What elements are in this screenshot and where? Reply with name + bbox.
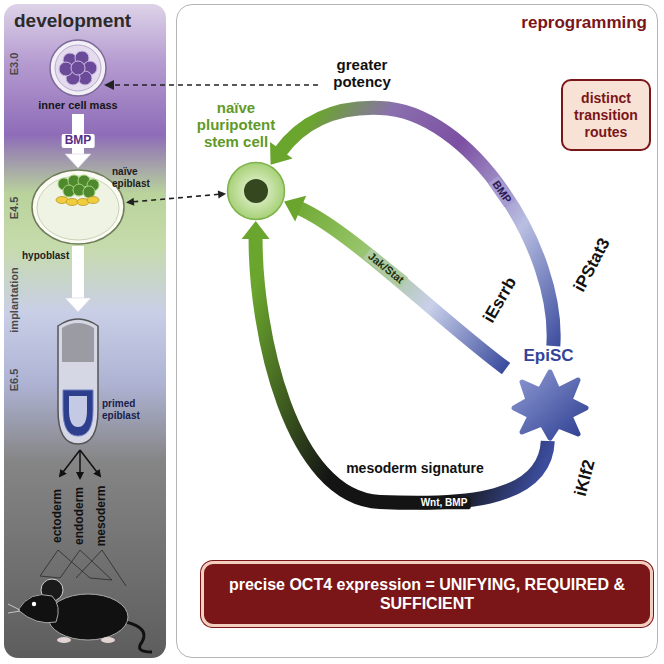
arrowhead — [218, 190, 226, 198]
g-shape — [56, 197, 99, 206]
epi-stem-cell-art — [506, 366, 591, 441]
node-label: EpiSC — [506, 346, 591, 366]
node-sublabel: naïve epiblast — [112, 166, 162, 190]
potency-dashed-arrow — [104, 80, 318, 90]
circle-shape — [244, 179, 268, 203]
ellipse-shape — [37, 176, 119, 240]
node-label: reprogramming — [477, 13, 647, 33]
transition-route — [242, 221, 548, 503]
ellipse-shape — [48, 594, 128, 640]
stage-label: implantation — [8, 267, 21, 332]
stem-cell-circle: naïve pluripotent stem cell — [226, 161, 286, 221]
blastocyst-illustration: hypoblastnaïve epiblast — [30, 168, 126, 246]
node-label: primed epiblast — [102, 398, 160, 422]
germ-layer-label: mesoderm — [95, 486, 109, 547]
line-shape — [8, 604, 20, 610]
transition-route — [270, 108, 554, 346]
signal-label: Wnt, BMP — [418, 497, 471, 509]
line-shape — [8, 611, 20, 613]
line-shape — [76, 550, 102, 578]
path-shape — [69, 396, 87, 427]
conclusion-box: precise OCT4 expression = UNIFYING, REQU… — [201, 561, 653, 627]
connector-line — [299, 208, 506, 369]
path-shape — [18, 595, 58, 623]
line-shape — [40, 576, 60, 578]
connector-line — [256, 237, 548, 503]
germ-layer-label: ectoderm — [51, 489, 65, 543]
connector-line — [133, 194, 219, 202]
ellipse-shape — [101, 637, 115, 643]
connector-line — [72, 246, 84, 299]
epi-stem-cell: EpiSC — [506, 346, 591, 441]
node-label: development — [14, 10, 154, 32]
route-note: mesoderm signature — [346, 460, 484, 476]
development-arrow — [65, 246, 91, 312]
stage-label: E3.0 — [8, 53, 21, 76]
ellipse-shape — [57, 637, 71, 643]
line-shape — [40, 550, 58, 576]
transition-route — [284, 196, 506, 369]
arrowhead — [65, 154, 91, 168]
circle-shape — [50, 40, 106, 96]
embryo-illustration: inner cell mass — [30, 38, 126, 114]
correspondence-arrow — [126, 190, 226, 205]
stage-label: E4.5 — [8, 197, 21, 220]
arrowhead — [242, 221, 270, 239]
germ-layer-arrows — [60, 450, 100, 478]
node-label: precise OCT4 expression = UNIFYING, REQU… — [204, 571, 650, 617]
circle-shape — [32, 602, 36, 606]
stage-label: E6.5 — [8, 369, 21, 392]
line-shape — [58, 550, 90, 578]
circle-shape — [71, 61, 85, 75]
egg-cylinder-illustration-art — [52, 312, 104, 447]
mouse-figure — [8, 579, 152, 652]
egg-cylinder-illustration: primed epiblast — [52, 312, 104, 447]
path-shape — [514, 372, 586, 438]
lineage-lines — [40, 550, 126, 586]
circle-shape — [41, 579, 63, 601]
node-label: distinct transition routes — [563, 86, 649, 145]
node-label: naïve pluripotent stem cell — [188, 99, 284, 150]
note-box: distinct transition routes — [561, 79, 651, 151]
line-shape — [60, 550, 80, 578]
node-label: inner cell mass — [20, 99, 136, 112]
g-shape — [58, 175, 99, 198]
stem-cell-circle-art — [226, 161, 286, 221]
path-shape — [63, 390, 93, 436]
path-shape — [58, 319, 98, 444]
path-shape — [126, 622, 152, 652]
connector-line — [280, 108, 553, 346]
arrowhead — [270, 142, 293, 165]
circle-shape — [228, 163, 285, 220]
stage-panel: developmentinner cell masshypoblastnaïve… — [4, 4, 166, 658]
line-shape — [60, 450, 80, 476]
line-shape — [79, 450, 81, 478]
route-note: greater potency — [320, 56, 404, 91]
line-shape — [90, 578, 112, 580]
path-shape — [62, 323, 94, 362]
node-label: hypoblast — [22, 250, 74, 262]
line-shape — [80, 550, 112, 580]
blastocyst-illustration-art — [30, 168, 126, 246]
line-shape — [80, 450, 100, 476]
edge-label: BMP — [62, 134, 95, 148]
arrowhead — [126, 198, 134, 206]
circle-shape — [55, 45, 101, 91]
g-shape — [59, 51, 97, 85]
arrowhead — [284, 196, 306, 222]
line-shape — [102, 550, 126, 586]
line-shape — [114, 84, 318, 86]
polygon-shape — [104, 80, 114, 90]
ellipse-shape — [66, 199, 78, 206]
ellipse-shape — [32, 170, 124, 244]
reprogramming-panel: reprogramming naïve pluripotent stem cell… — [176, 4, 658, 658]
arrowhead — [65, 298, 91, 312]
ellipse-shape — [87, 197, 99, 204]
germ-layer-label: endoderm — [73, 487, 87, 545]
embryo-illustration-art — [30, 38, 126, 98]
